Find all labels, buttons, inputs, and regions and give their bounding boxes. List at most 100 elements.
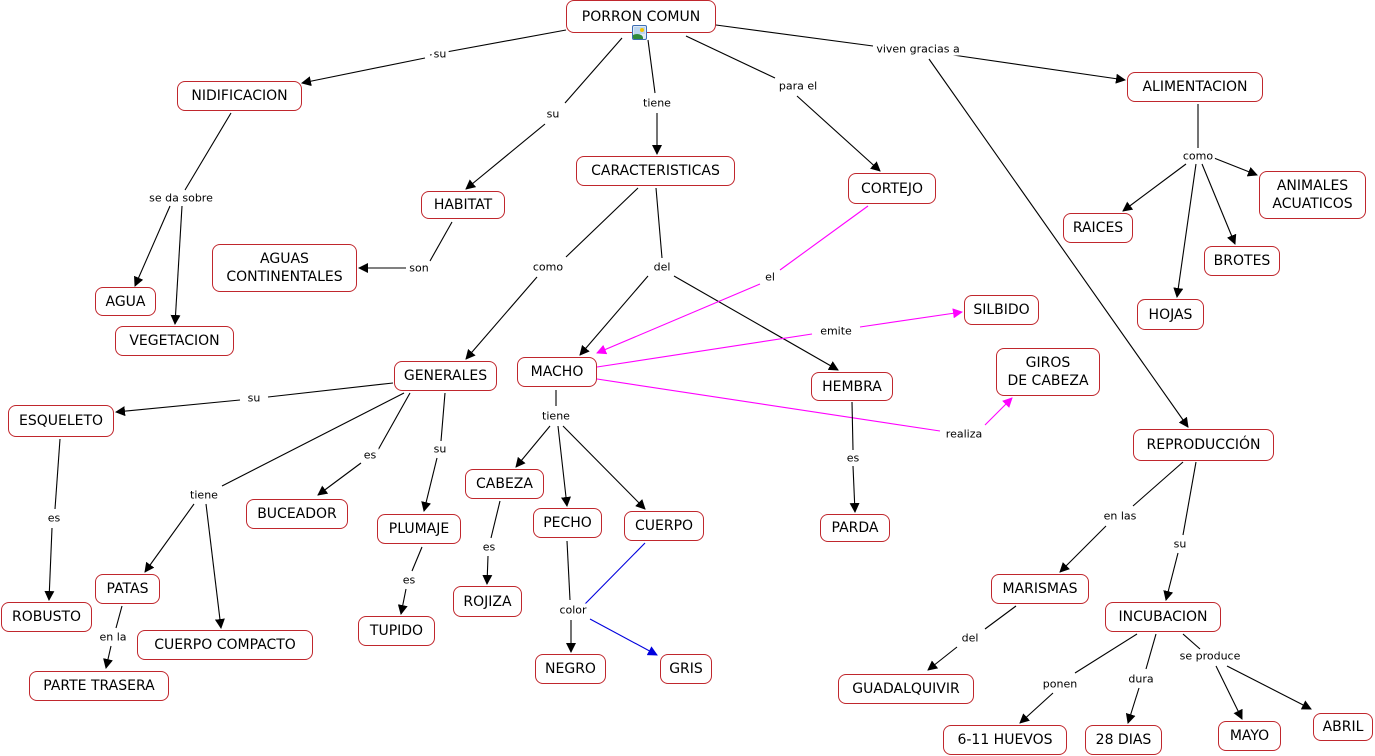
- link-line-es: [851, 401, 854, 451]
- image-icon[interactable]: [632, 25, 647, 40]
- concept-gris[interactable]: GRIS: [660, 654, 712, 684]
- link-line-como: [1173, 163, 1197, 298]
- link-line-es: [397, 588, 408, 615]
- link-line-su: [115, 399, 241, 417]
- link-line-para-el: [796, 95, 881, 172]
- link-line-es: [317, 462, 362, 496]
- concept-hembra[interactable]: HEMBRA: [811, 372, 893, 401]
- link-label-se-produce: se produce: [1177, 649, 1243, 663]
- concept-robusto[interactable]: ROBUSTO: [1, 602, 92, 632]
- concept-raices[interactable]: RAICES: [1063, 213, 1133, 243]
- concept-vegetacion[interactable]: VEGETACION: [115, 326, 234, 356]
- link-line-el: [596, 283, 761, 355]
- link-line-su: [421, 457, 438, 512]
- link-line-su: [1182, 461, 1197, 536]
- link-line-tiene: [557, 425, 571, 507]
- concept-cuerpo-compacto[interactable]: CUERPO COMPACTO: [137, 630, 313, 660]
- concept-esqueleto[interactable]: ESQUELETO: [8, 405, 114, 437]
- link-line-como: [565, 187, 639, 258]
- link-line-del: [984, 605, 1017, 630]
- concept-mayo[interactable]: MAYO: [1218, 721, 1281, 751]
- link-label-ponen: ponen: [1040, 677, 1080, 691]
- link-label-color: color: [557, 603, 589, 617]
- concept-cabeza[interactable]: CABEZA: [465, 469, 544, 499]
- link-line-es: [44, 527, 55, 601]
- link-line-se-da-sobre: [184, 112, 232, 191]
- concept-cortejo[interactable]: CORTEJO: [848, 173, 936, 204]
- link-line-realiza: [984, 397, 1013, 426]
- link-label-tiene: tiene: [641, 96, 673, 110]
- concept-reproduccion[interactable]: REPRODUCCIÓN: [1133, 429, 1274, 461]
- link-line-tiene: [562, 425, 646, 510]
- link-label-su: su: [245, 391, 263, 405]
- link-line-en-las: [1059, 525, 1107, 573]
- link-line-en-la: [103, 645, 113, 669]
- concept-parda[interactable]: PARDA: [820, 514, 890, 542]
- link-label-viven-gracias-a: viven gracias a: [874, 42, 962, 56]
- link-line-su: [564, 37, 623, 104]
- link-line-se-produce: [1215, 665, 1243, 720]
- link-line-viven: [715, 24, 874, 47]
- link-line-color: [589, 618, 658, 656]
- link-label-se-da-sobre: se da sobre: [147, 191, 215, 205]
- concept-incubacion[interactable]: INCUBACION: [1105, 602, 1221, 632]
- concept-hojas[interactable]: HOJAS: [1137, 299, 1204, 330]
- link-line-es: [54, 438, 61, 510]
- concept-brotes[interactable]: BROTES: [1204, 246, 1280, 276]
- link-line-su: [301, 57, 426, 87]
- concept-buceador[interactable]: BUCEADOR: [246, 499, 348, 529]
- concept-tupido[interactable]: TUPIDO: [358, 616, 435, 646]
- concept-marismas[interactable]: MARISMAS: [991, 574, 1089, 604]
- concept-giros-de-cabeza[interactable]: GIROS DE CABEZA: [996, 348, 1100, 396]
- concept-rojiza[interactable]: ROJIZA: [453, 586, 522, 617]
- link-line-su: [429, 29, 567, 56]
- concept-aguas-continentales[interactable]: AGUAS CONTINENTALES: [212, 244, 357, 292]
- link-line-como: [465, 276, 538, 360]
- concept-generales[interactable]: GENERALES: [394, 361, 497, 391]
- concept-caracteristicas[interactable]: CARACTERISTICAS: [576, 156, 735, 186]
- link-line-es: [377, 392, 411, 451]
- concept-alimentacion[interactable]: ALIMENTACION: [1127, 72, 1263, 102]
- link-label-es: es: [45, 511, 63, 525]
- concept-agua[interactable]: AGUA: [95, 287, 156, 316]
- concept-silbido[interactable]: SILBIDO: [964, 295, 1039, 325]
- link-line-viven: [928, 58, 1189, 428]
- link-line-en-las: [1132, 461, 1184, 507]
- link-line-tiene: [205, 503, 225, 629]
- concept-patas[interactable]: PATAS: [95, 574, 160, 604]
- link-line-como: [1201, 163, 1237, 245]
- link-label-tiene: tiene: [188, 488, 220, 502]
- concept-28-dias[interactable]: 28 DIAS: [1085, 725, 1162, 755]
- link-line-se-produce: [1226, 665, 1312, 710]
- link-label-es: es: [361, 448, 379, 462]
- link-label-del: del: [651, 260, 673, 274]
- link-label-emite: emite: [818, 324, 854, 338]
- link-line-dura: [1125, 687, 1140, 724]
- concept-habitat[interactable]: HABITAT: [421, 191, 505, 219]
- concept-macho[interactable]: MACHO: [517, 357, 597, 387]
- link-line-se-da-sobre: [134, 205, 171, 287]
- link-line-como: [1213, 157, 1258, 177]
- concept-parte-trasera[interactable]: PARTE TRASERA: [29, 671, 169, 701]
- concept-plumaje[interactable]: PLUMAJE: [377, 514, 461, 544]
- link-line-del: [655, 187, 663, 259]
- link-line-del: [579, 275, 649, 356]
- link-line-tiene: [144, 503, 195, 573]
- link-label-su: su: [544, 107, 562, 121]
- concept-nidificacion[interactable]: NIDIFICACION: [177, 81, 302, 111]
- concept-6-11-huevos[interactable]: 6-11 HUEVOS: [943, 725, 1067, 755]
- concept-cuerpo[interactable]: CUERPO: [624, 511, 704, 541]
- link-label-tiene: tiene: [540, 409, 572, 423]
- link-line-tiene: [647, 39, 656, 94]
- concept-negro[interactable]: NEGRO: [535, 654, 606, 684]
- concept-pecho[interactable]: PECHO: [533, 508, 602, 538]
- link-line-dura: [1145, 633, 1157, 670]
- link-line-tiene: [515, 425, 551, 468]
- concept-guadalquivir[interactable]: GUADALQUIVIR: [838, 674, 974, 704]
- link-line-se-da-sobre: [170, 205, 183, 325]
- link-label-su: su: [431, 47, 449, 61]
- concept-abril[interactable]: ABRIL: [1313, 713, 1373, 741]
- link-line-se-produce: [1182, 633, 1201, 650]
- concept-animales-acuaticos[interactable]: ANIMALES ACUATICOS: [1259, 171, 1366, 219]
- link-line-su: [440, 392, 446, 442]
